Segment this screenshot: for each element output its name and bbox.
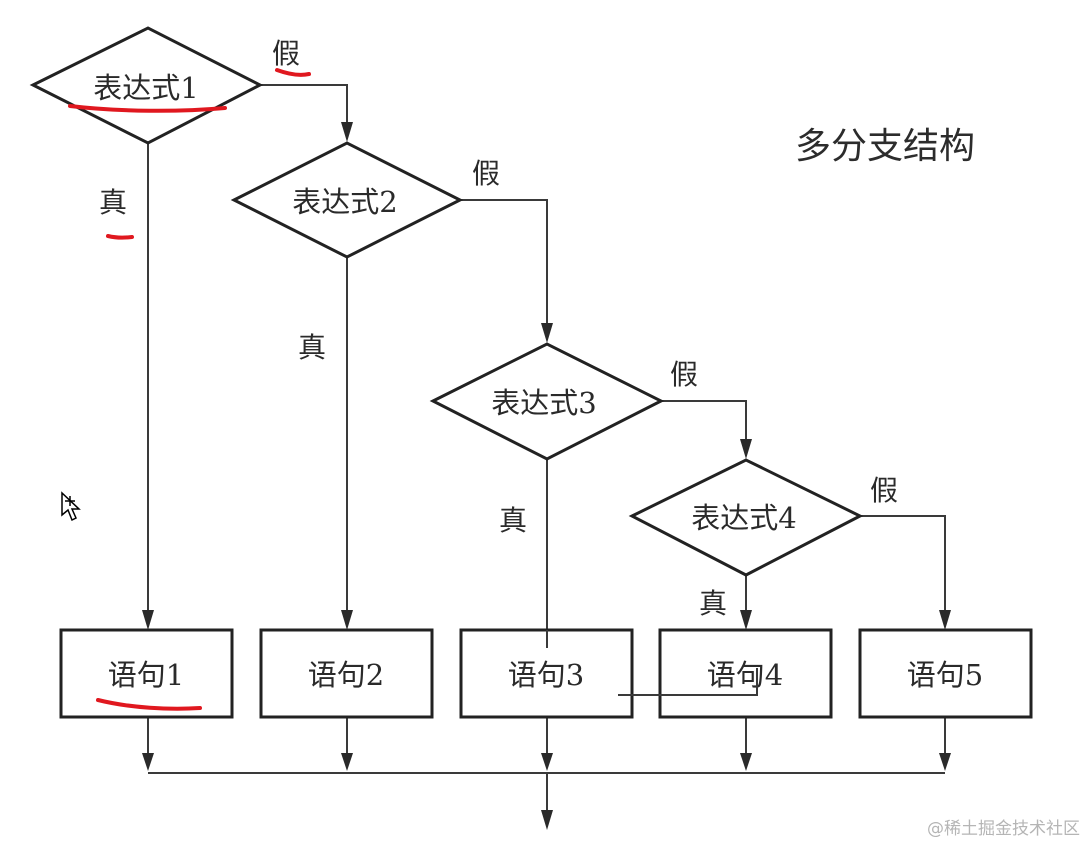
arrowhead-to-expr2 [341,122,353,142]
statement-box [858,628,1033,719]
arrowhead-to-stmt1 [142,610,154,630]
false-label-expr1: 假 [272,37,300,70]
true-label-expr3: 真 [499,504,527,537]
move-cursor-icon [61,491,81,522]
false-label-expr3: 假 [670,358,698,391]
decision-expr3: 表达式3 [429,342,665,461]
arrowhead-to-stmt4 [740,610,752,630]
watermark: @稀土掘金技术社区 [927,819,1080,839]
statement-box [658,628,833,719]
statement-label: 语句2 [308,658,384,692]
decision-diamond [628,458,864,577]
statement-1: 语句1 [59,628,234,719]
underline-expr1 [68,104,227,113]
arrowhead-out-stmt5 [939,753,951,771]
edge-expr2-false [460,199,548,327]
connectors [147,84,946,812]
decision-diamond [230,141,464,259]
statement-box [59,628,234,719]
decision-expr2: 表达式2 [230,141,464,259]
arrowhead-to-expr4 [740,439,752,459]
decision-label: 表达式1 [93,71,198,105]
arrowheads [142,122,951,830]
false-label-expr4: 假 [870,474,898,507]
true-label-expr1: 真 [99,186,127,219]
arrowhead-out-stmt3 [541,753,553,771]
arrowhead-out-stmt2 [341,753,353,771]
arrowhead-exit [541,810,553,830]
underline-false-expr1 [275,68,311,77]
stray-line-overlay [618,668,758,696]
edge-expr4-false [860,515,946,612]
decision-label: 表达式3 [491,386,596,420]
statement-box [259,628,434,719]
red-annotations [68,68,311,711]
decision-diamond [29,26,264,145]
false-label-expr2: 假 [472,157,500,190]
statement-label: 语句4 [707,658,783,692]
arrowhead-to-stmt2 [341,610,353,630]
underline-true-expr1 [106,234,134,240]
arrowhead-out-stmt1 [142,753,154,771]
statement-label: 语句3 [508,658,584,692]
statement-label: 语句1 [108,658,184,692]
arrowhead-to-stmt5 [939,610,951,630]
true-label-expr2: 真 [298,331,326,364]
decision-diamond [429,342,665,461]
statement-2: 语句2 [259,628,434,719]
true-label-expr4: 真 [699,587,727,620]
decision-label: 表达式2 [292,185,397,219]
underline-stmt1 [96,698,202,711]
statement-label: 语句5 [907,658,983,692]
edge-expr1-false [260,84,348,126]
statement-4: 语句4 [658,628,833,719]
branch-labels: 假 真 假 真 假 真 假 真 [99,37,898,620]
decision-expr4: 表达式4 [628,458,864,577]
arrowhead-to-expr3 [541,323,553,343]
diagram-title: 多分支结构 [795,126,975,167]
arrowhead-out-stmt4 [740,753,752,771]
statement-5: 语句5 [858,628,1033,719]
edge-expr3-false [661,400,747,443]
decision-label: 表达式4 [691,501,796,535]
decision-expr1: 表达式1 [29,26,264,145]
